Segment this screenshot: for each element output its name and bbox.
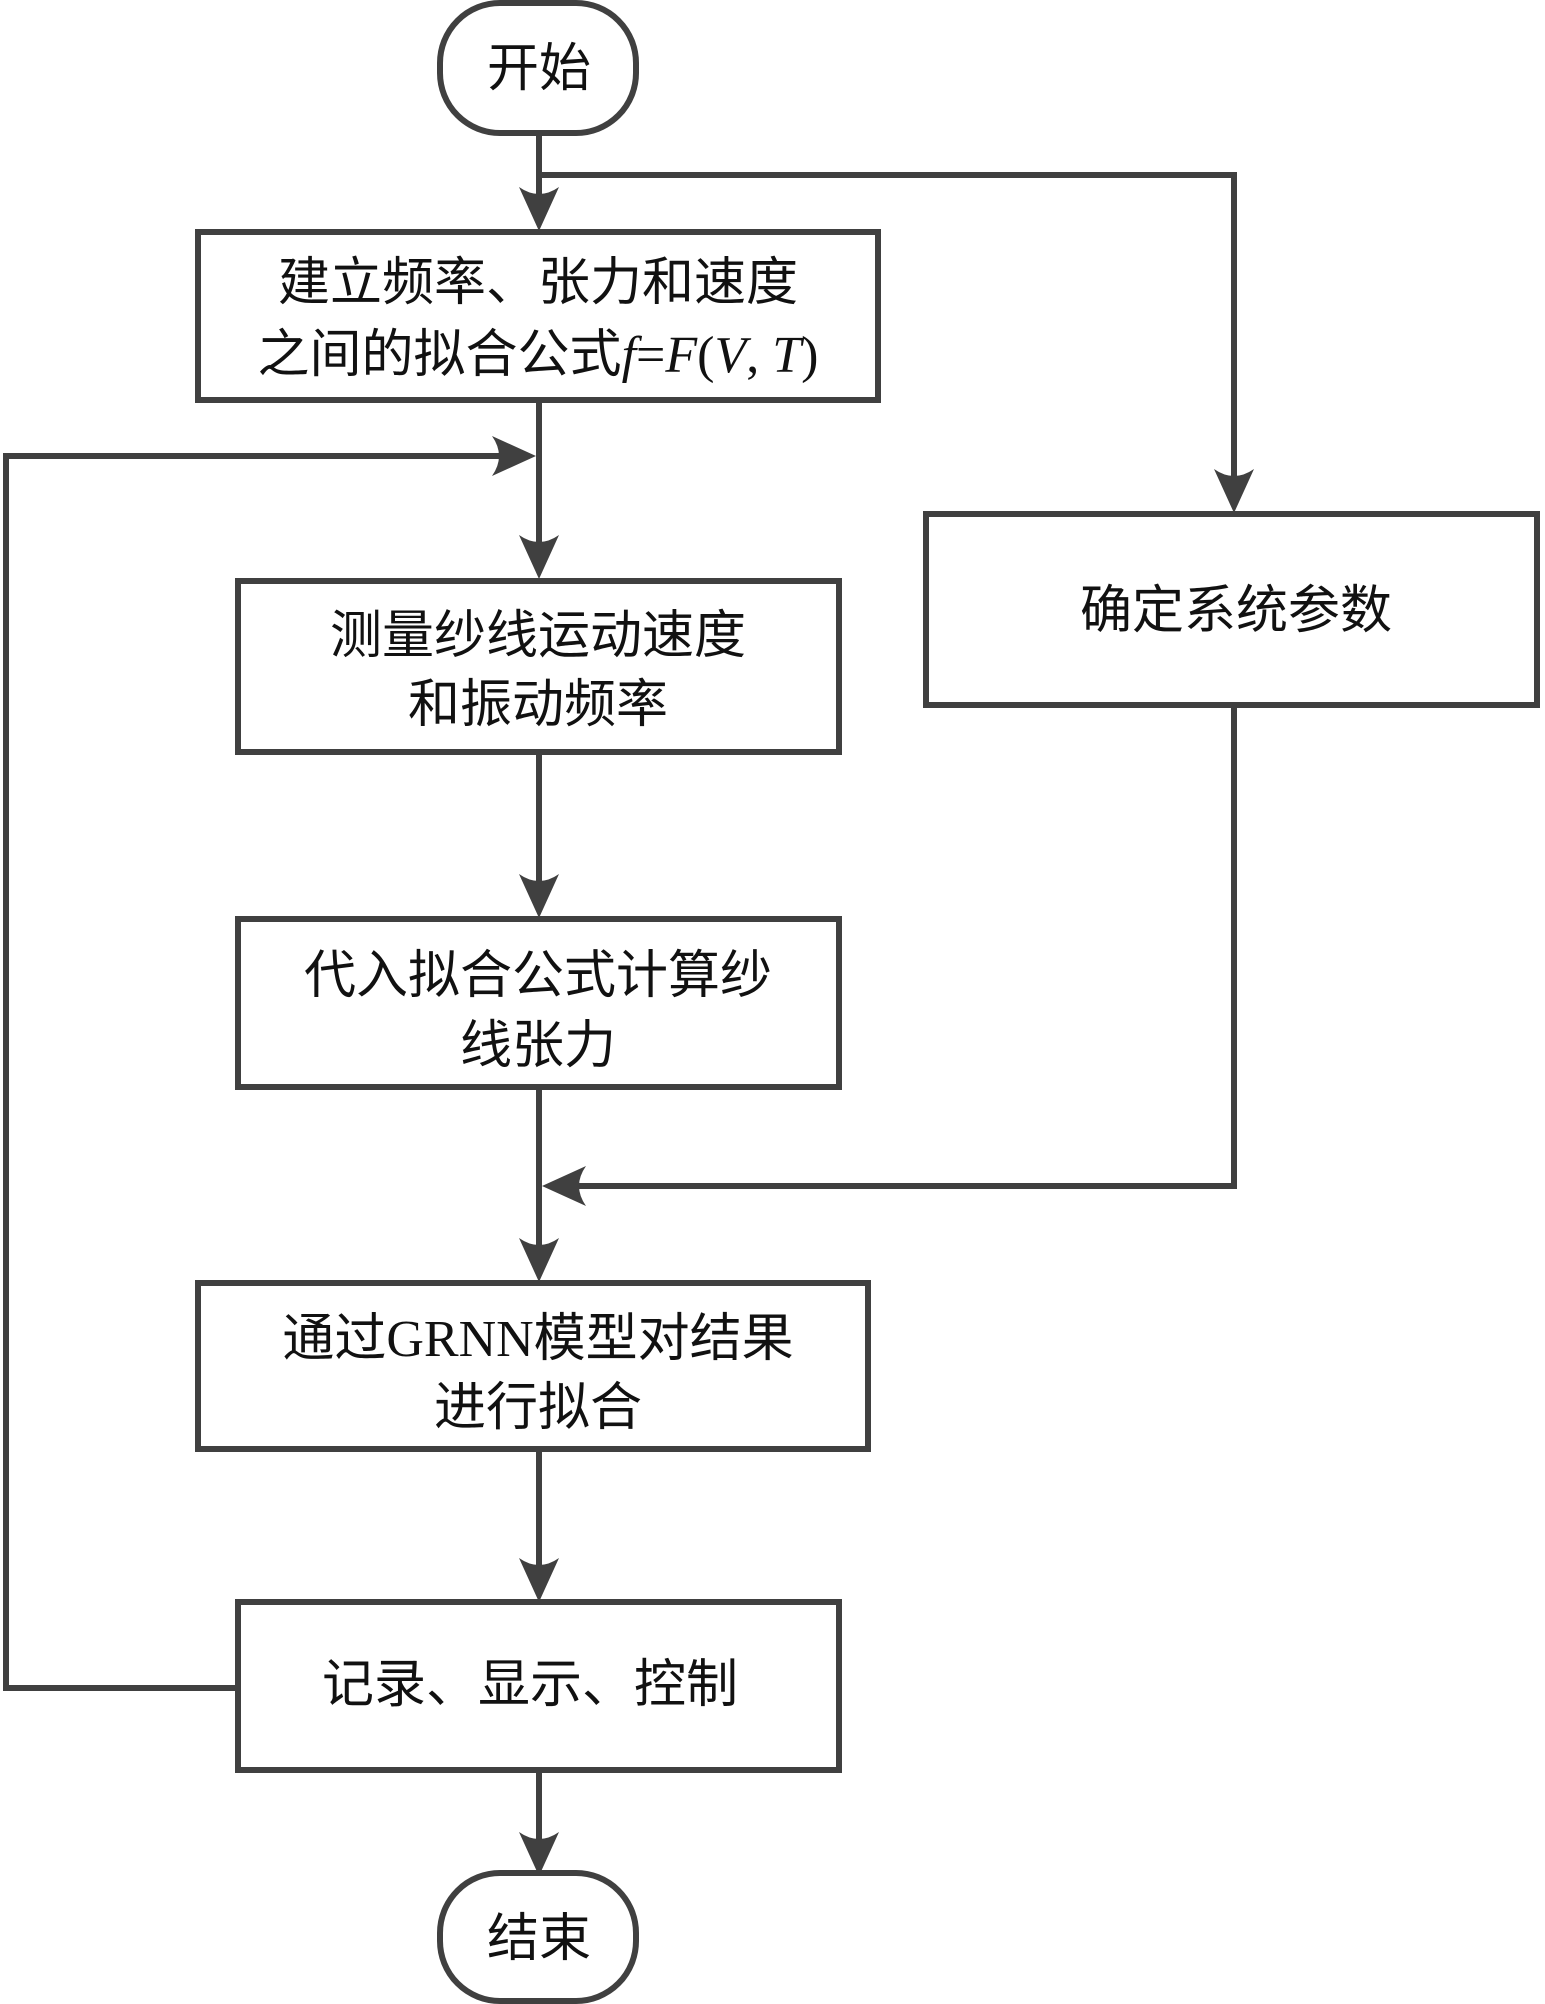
- formula-close: ): [801, 327, 818, 384]
- process-box: [923, 511, 1540, 708]
- node-label: 记录、显示、控制: [322, 1657, 738, 1714]
- node-label-line-1: 代入拟合公式计算纱: [304, 948, 772, 1005]
- node-measure: 测量纱线运动速度 和振动频率: [235, 578, 842, 755]
- connectors: [3, 130, 1237, 1853]
- node-label-line-2: 线张力: [460, 1018, 616, 1075]
- node-label-line-1: 建立频率、张力和速度: [278, 255, 798, 312]
- node-compute-tension: 代入拟合公式计算纱 线张力: [235, 916, 842, 1090]
- process-box: [195, 1280, 871, 1452]
- node-start: 开始: [437, 0, 639, 136]
- node-label-line-2: 之间的拟合公式f=F(V, T): [258, 327, 819, 384]
- terminator-shape: [437, 1870, 639, 2004]
- node-end: 结束: [437, 1870, 639, 2004]
- node-label: 结束: [487, 1911, 591, 1968]
- node-grnn-fit: 通过GRNN模型对结果 进行拟合: [195, 1280, 871, 1452]
- formula-eq: =: [636, 327, 665, 384]
- formula-V: V: [714, 327, 751, 384]
- process-box: [235, 578, 842, 755]
- formula-T: T: [772, 327, 804, 384]
- node-label-line-2: 和振动频率: [408, 677, 668, 734]
- node-fit-formula: 建立频率、张力和速度 之间的拟合公式f=F(V, T): [195, 229, 881, 403]
- terminator-shape: [437, 0, 639, 136]
- edge-start-to-system-params: [536, 172, 1237, 488]
- node-label: 确定系统参数: [1080, 583, 1392, 640]
- edge-record-loop-back: [3, 453, 505, 1691]
- formula-F: F: [664, 327, 698, 384]
- node-system-params: 确定系统参数: [923, 511, 1540, 708]
- process-box: [195, 229, 881, 403]
- node-label-line-2: 进行拟合: [434, 1380, 642, 1437]
- label-text: 之间的拟合公式: [258, 327, 622, 384]
- process-box: [235, 1599, 842, 1773]
- node-label: 开始: [487, 41, 591, 98]
- formula-sep: ,: [746, 327, 772, 384]
- node-record: 记录、显示、控制: [235, 1599, 842, 1773]
- edge-system-params-to-grnn: [572, 703, 1237, 1189]
- formula-open: (: [697, 327, 714, 384]
- node-label-line-1: 测量纱线运动速度: [330, 608, 746, 665]
- process-box: [235, 916, 842, 1090]
- node-label-line-1: 通过GRNN模型对结果: [282, 1311, 793, 1368]
